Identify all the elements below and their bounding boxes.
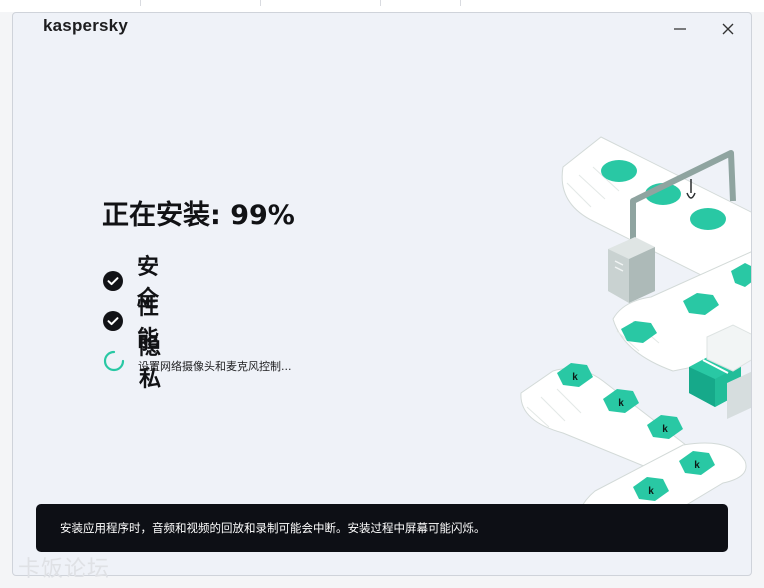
product-puck [690,208,726,230]
k-product-hex [557,363,593,387]
strip-divider [460,0,461,6]
spinner-icon [103,350,125,372]
k-product-hex [633,477,669,501]
minimize-icon [674,28,686,30]
product-hex [683,293,719,315]
step-label: 性能 [137,295,160,352]
step-security: 安全 [103,249,161,313]
check-circle-icon [103,270,123,292]
k-product-hex [679,451,715,475]
product-hex [731,263,751,287]
step-performance: 性能 [103,289,161,353]
svg-text:k: k [662,424,668,435]
product-hex [621,321,657,343]
svg-text:k: k [648,486,654,497]
k-product-hex [603,389,639,413]
strip-divider [260,0,261,6]
desktop-top-strip [0,0,764,12]
step-detail-text: 设置网络摄像头和麦克风控制... [138,360,292,373]
notice-text: 安装应用程序时，音频和视频的回放和录制可能会中断。安装过程中屏幕可能闪烁。 [60,521,486,535]
svg-text:k: k [694,460,700,471]
minimize-button[interactable] [668,19,692,39]
install-progress-title: 正在安装: 99% [102,200,295,231]
k-product-hex [647,415,683,439]
svg-text:k: k [572,372,578,383]
svg-text:k: k [618,398,624,409]
forum-watermark: 卡饭论坛 [18,557,111,582]
step-label: 安全 [137,255,160,312]
install-notice-banner: 安装应用程序时，音频和视频的回放和录制可能会中断。安装过程中屏幕可能闪烁。 [36,504,728,552]
strip-divider [140,0,141,6]
conveyor-illustration: k k k k k [520,136,751,551]
close-button[interactable] [716,19,740,39]
step-privacy: 隐私 [103,329,161,393]
step-label: 隐私 [139,335,162,392]
installer-window: kaspersky 正在安装: 99% 安全 性能 隐私 设置网络摄像头和麦克风… [12,12,752,576]
close-icon [722,23,734,35]
product-puck [601,160,637,182]
kaspersky-logo: kaspersky [43,16,128,35]
strip-divider [380,0,381,6]
check-circle-icon [103,310,123,332]
